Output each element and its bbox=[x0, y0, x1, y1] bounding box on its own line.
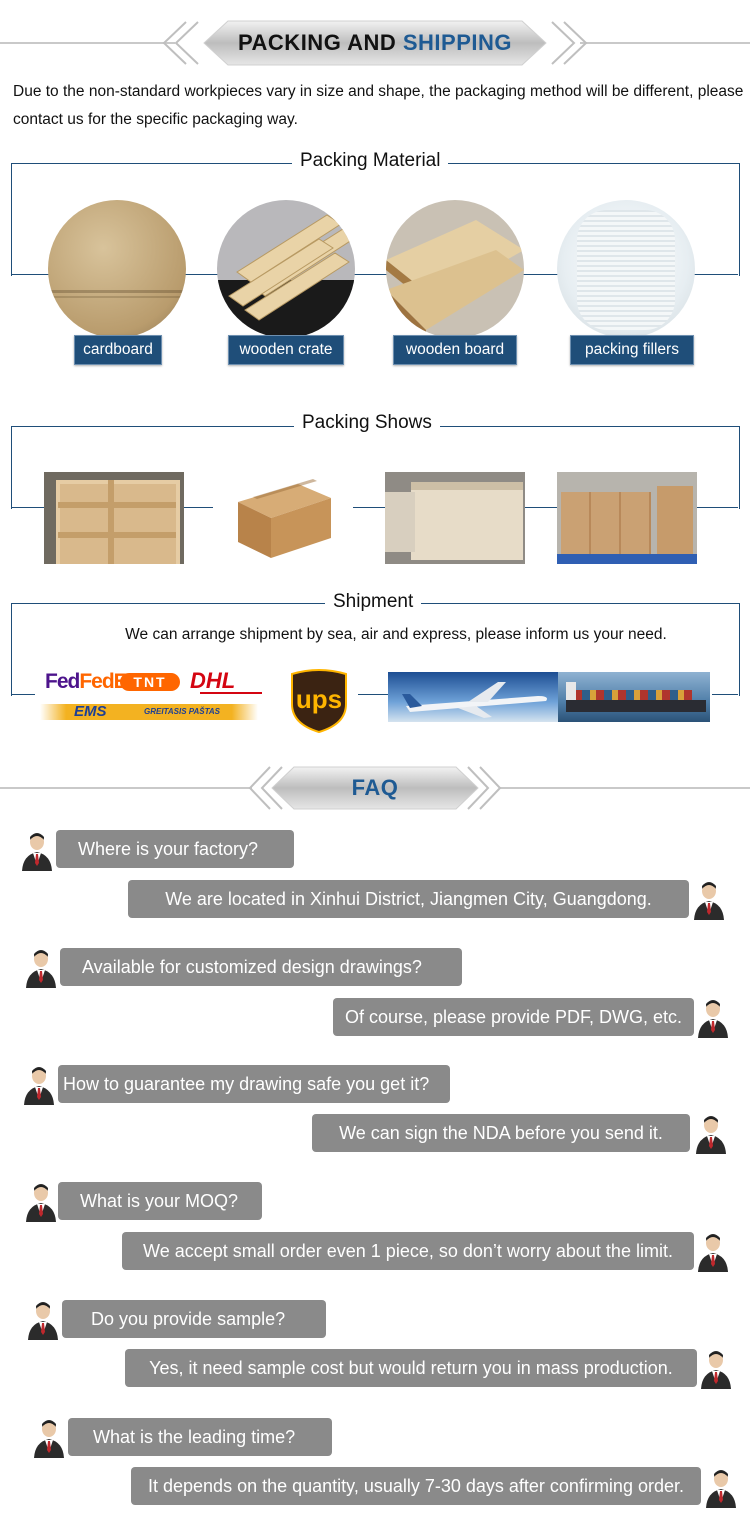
faq-title: FAQ bbox=[351, 775, 399, 800]
carton-photo bbox=[213, 472, 353, 564]
material-label-wooden-crate: wooden crate bbox=[228, 335, 344, 365]
faq-answer: Of course, please provide PDF, DWG, etc. bbox=[333, 998, 694, 1036]
cargo-ship-photo bbox=[558, 672, 710, 722]
packing-material-title: Packing Material bbox=[292, 150, 449, 172]
ups-logo: ups bbox=[288, 668, 350, 734]
asker-avatar-icon bbox=[26, 1184, 56, 1222]
faq-question: What is your MOQ? bbox=[58, 1182, 262, 1220]
ems-logo: EMS GREITASIS PAŠTAS bbox=[40, 704, 258, 720]
ups-text: ups bbox=[295, 684, 343, 714]
faq-question: Do you provide sample? bbox=[62, 1300, 326, 1338]
carrier-logos: FedFedEx. TNT DHL EMS GREITASIS PAŠTAS bbox=[40, 666, 266, 728]
frame-bottom-line bbox=[358, 694, 388, 695]
asker-avatar-icon bbox=[34, 1420, 64, 1458]
answerer-avatar-icon bbox=[706, 1470, 736, 1508]
asker-avatar-icon bbox=[28, 1302, 58, 1340]
frame-bottom-line bbox=[11, 274, 738, 275]
answerer-avatar-icon bbox=[701, 1351, 731, 1389]
answerer-avatar-icon bbox=[698, 1234, 728, 1272]
packing-fillers-image bbox=[557, 200, 695, 338]
frame-bottom-line bbox=[11, 694, 35, 695]
crate-photo bbox=[44, 472, 184, 564]
faq-question: Where is your factory? bbox=[56, 830, 294, 868]
faq-question: What is the leading time? bbox=[68, 1418, 332, 1456]
wood-sticks-icon bbox=[217, 214, 355, 338]
ems-text: EMS bbox=[74, 703, 107, 720]
airplane-icon bbox=[402, 682, 547, 718]
board-icon bbox=[386, 220, 524, 338]
asker-avatar-icon bbox=[26, 950, 56, 988]
faq-chevron-icon bbox=[248, 766, 502, 810]
faq-answer: We can sign the NDA before you send it. bbox=[312, 1114, 690, 1152]
material-label-cardboard: cardboard bbox=[74, 335, 162, 365]
answerer-avatar-icon bbox=[698, 1000, 728, 1038]
page-title: PACKING AND SHIPPING bbox=[204, 18, 546, 68]
asker-avatar-icon bbox=[22, 833, 52, 871]
faq-answer: We accept small order even 1 piece, so d… bbox=[122, 1232, 694, 1270]
faq-question: Available for customized design drawings… bbox=[60, 948, 462, 986]
title-part-2: SHIPPING bbox=[402, 30, 513, 55]
faq-answer: Yes, it need sample cost but would retur… bbox=[125, 1349, 697, 1387]
pallet-photo bbox=[557, 472, 697, 564]
shipment-title: Shipment bbox=[325, 591, 422, 613]
intro-text: Due to the non-standard workpieces vary … bbox=[13, 83, 744, 128]
cardboard-image bbox=[48, 200, 186, 338]
wooden-crate-image bbox=[217, 200, 355, 338]
shipment-note: We can arrange shipment by sea, air and … bbox=[125, 626, 667, 643]
answerer-avatar-icon bbox=[694, 882, 724, 920]
packing-shipping-banner: PACKING AND SHIPPING bbox=[0, 18, 750, 68]
carton-box-icon bbox=[238, 479, 331, 558]
material-label-packing-fillers: packing fillers bbox=[570, 335, 694, 365]
faq-banner: FAQ bbox=[0, 763, 750, 813]
faq-question: How to guarantee my drawing safe you get… bbox=[58, 1065, 450, 1103]
ups-shield-icon bbox=[291, 669, 347, 734]
tnt-logo: TNT bbox=[120, 673, 180, 691]
wooden-board-image bbox=[386, 200, 524, 338]
airplane-photo bbox=[388, 672, 558, 722]
answerer-avatar-icon bbox=[696, 1116, 726, 1154]
asker-avatar-icon bbox=[24, 1067, 54, 1105]
dhl-logo: DHL bbox=[190, 668, 236, 693]
frame-bottom-line bbox=[712, 694, 738, 695]
ems-subtext: GREITASIS PAŠTAS bbox=[144, 707, 221, 716]
frame-bottom-line bbox=[11, 507, 738, 508]
crates-warehouse-photo bbox=[385, 472, 525, 564]
faq-answer: It depends on the quantity, usually 7-30… bbox=[131, 1467, 701, 1505]
dhl-underline bbox=[200, 692, 262, 694]
material-label-wooden-board: wooden board bbox=[393, 335, 517, 365]
faq-answer: We are located in Xinhui District, Jiang… bbox=[128, 880, 689, 918]
title-part-1: PACKING AND bbox=[237, 30, 403, 55]
packing-shows-title: Packing Shows bbox=[294, 412, 440, 434]
banner-chevron-icon bbox=[162, 20, 588, 66]
